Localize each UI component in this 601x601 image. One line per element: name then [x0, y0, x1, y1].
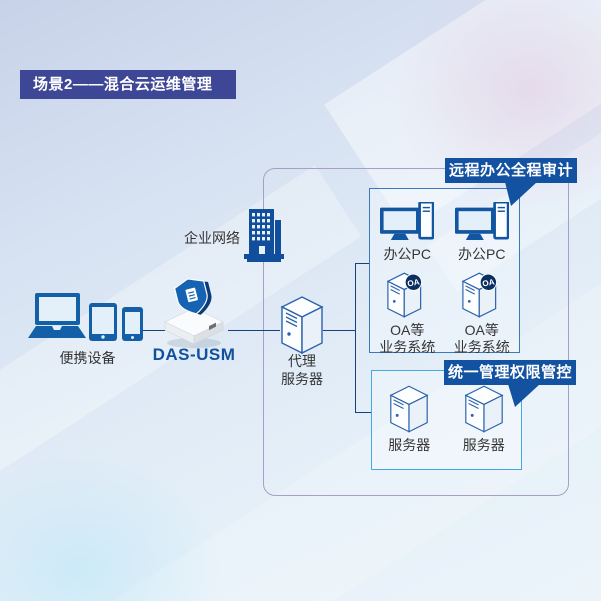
oa-server-icon: OA [461, 272, 497, 318]
scenario-title: 场景2——混合云运维管理 [33, 76, 213, 93]
server-icon [464, 385, 504, 433]
oa-system-node: OA OA等 业务系统 [454, 272, 510, 356]
office-pc-label: 办公PC [383, 246, 431, 262]
das-usm-label: DAS-USM [152, 345, 236, 364]
oa-server-icon: OA [387, 272, 423, 318]
enterprise-network-label: 企业网络 [184, 230, 240, 246]
smartphone-icon [122, 307, 143, 341]
office-pc-label: 办公PC [458, 246, 506, 262]
server-node: 服务器 [388, 385, 430, 469]
portable-devices-label: 便携设备 [59, 350, 116, 366]
bracket-vertical [355, 263, 356, 413]
connector-proxy-bracket [323, 330, 355, 331]
oa-system-label: 业务系统 [379, 339, 436, 355]
oa-system-label: OA等 [464, 322, 499, 338]
office-pc-node: 办公PC [380, 202, 435, 263]
oa-system-label: 业务系统 [453, 339, 510, 355]
server-node: 服务器 [463, 385, 505, 469]
bg-cyan-tint [0, 440, 240, 601]
server-label: 服务器 [388, 437, 431, 453]
server-icon [389, 385, 429, 433]
proxy-server-label: 代理 服务器 [281, 353, 323, 387]
office-pc-icon [380, 202, 435, 240]
tablet-icon [89, 303, 117, 341]
building-icon [244, 209, 284, 262]
laptop-icon [28, 293, 86, 338]
oa-system-node: OA OA等 业务系统 [379, 272, 435, 356]
connector-dasusm-proxy [228, 330, 280, 331]
scenario-title-banner: 场景2——混合云运维管理 [20, 70, 236, 99]
bracket-to-audit-box [355, 263, 370, 264]
oa-system-label: OA等 [390, 322, 425, 338]
server-label: 服务器 [462, 437, 505, 453]
unified-control-box: 服务器 服务器 [371, 370, 522, 470]
audit-callout-banner: 远程办公全程审计 [445, 158, 577, 183]
oa-badge: OA [407, 277, 421, 288]
connector-devices-dasusm [143, 330, 165, 331]
remote-office-audit-box: 办公PC 办公PC OA [369, 188, 520, 356]
das-usm-appliance-icon [164, 278, 224, 348]
audit-callout-tail [505, 182, 537, 206]
bracket-to-control-box [355, 412, 372, 413]
oa-badge: OA [481, 277, 495, 288]
control-callout-banner: 统一管理权限管控 [444, 360, 576, 385]
office-pc-icon [454, 202, 509, 240]
hybrid-cloud-zone-border [263, 168, 569, 496]
office-pc-node: 办公PC [454, 202, 509, 263]
server-tower-icon [280, 296, 324, 354]
control-callout-tail [508, 384, 540, 407]
